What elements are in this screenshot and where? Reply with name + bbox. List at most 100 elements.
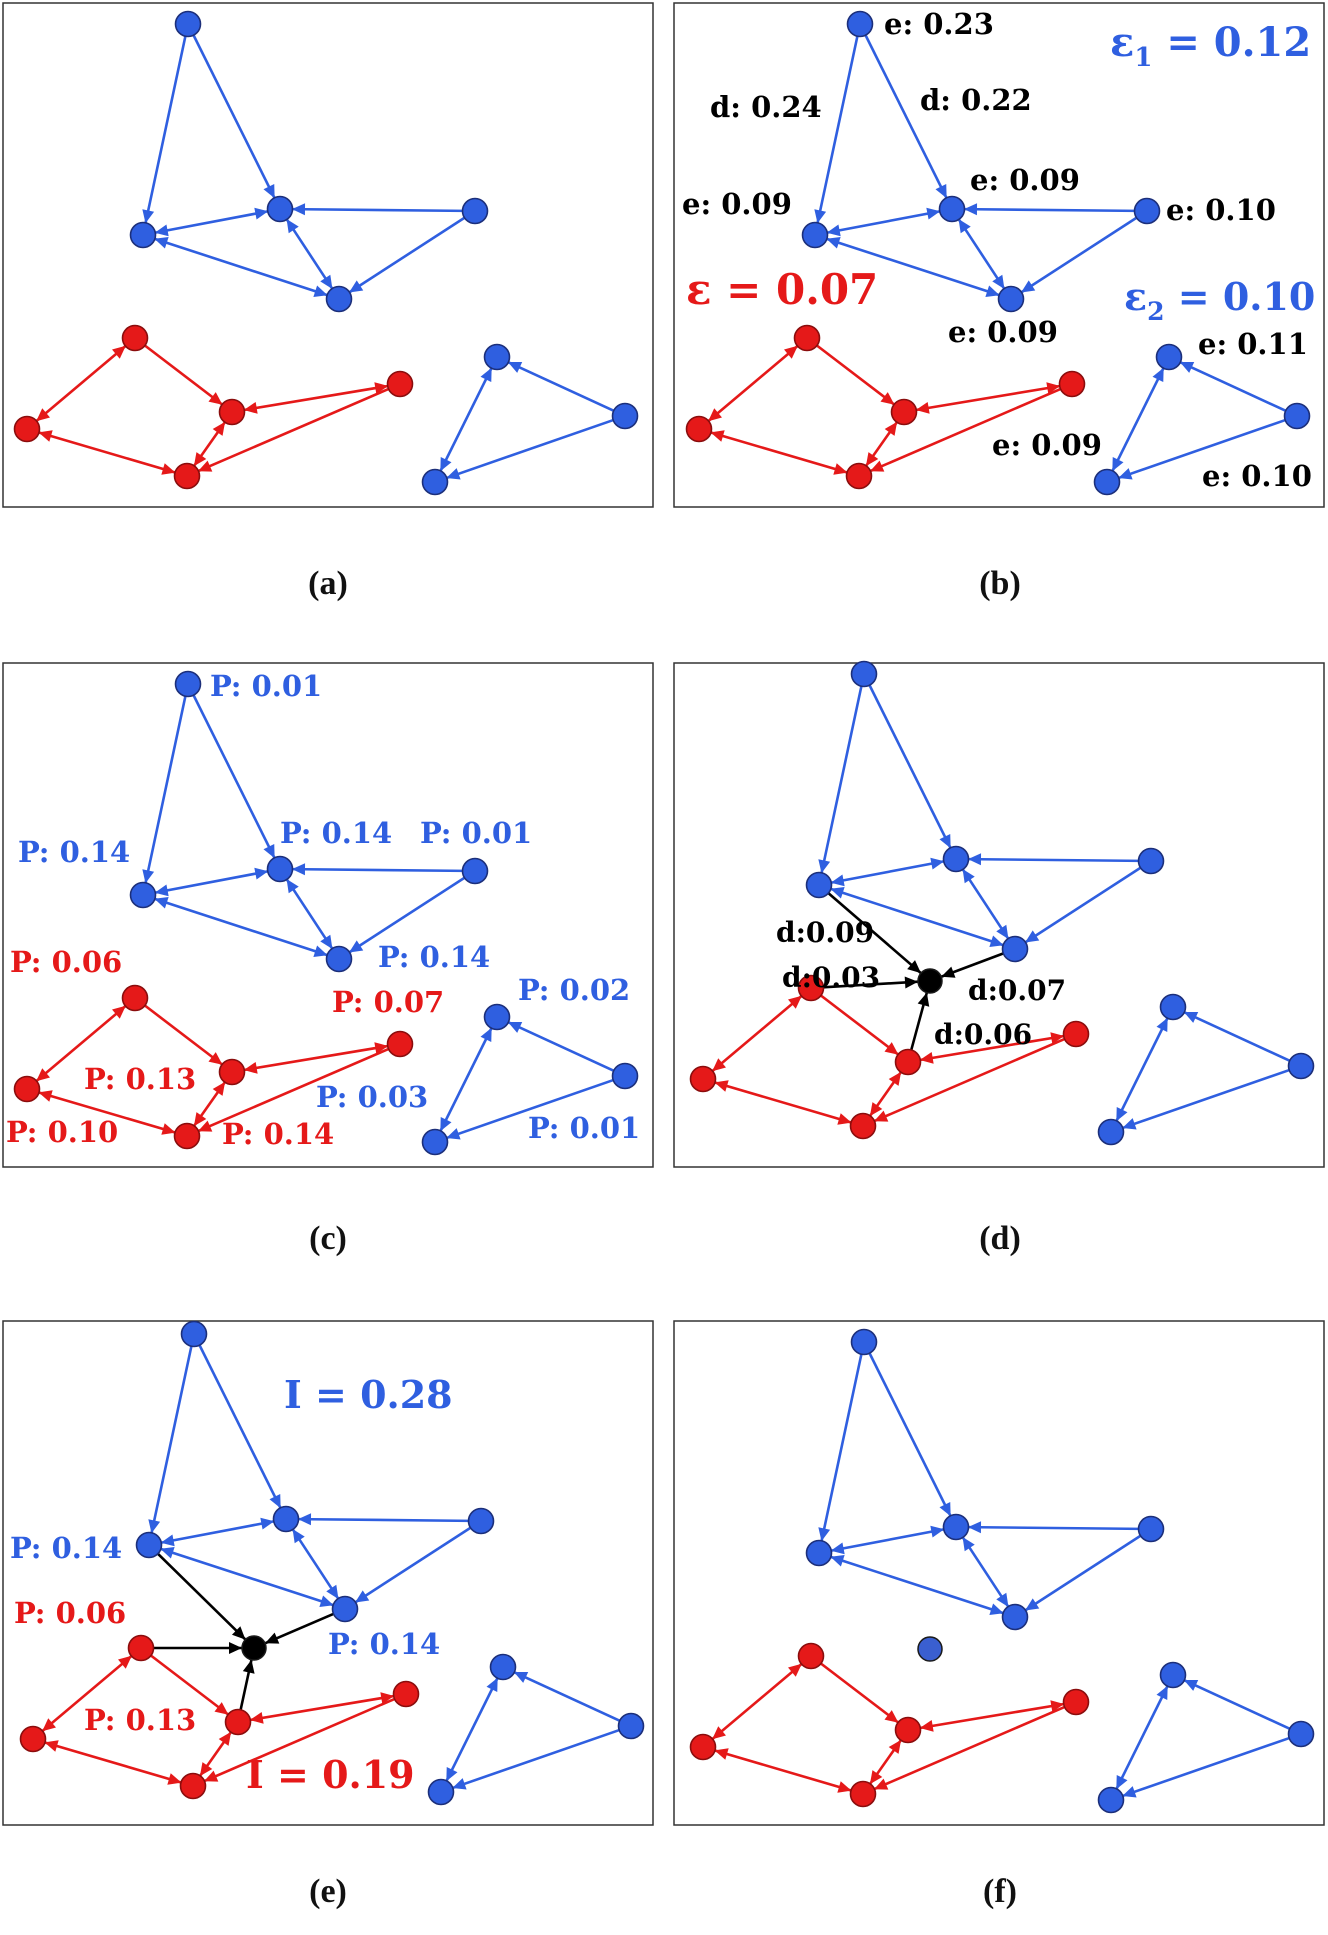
- graph: [13, 10, 639, 496]
- edge: [243, 384, 389, 412]
- arrowhead: [962, 869, 975, 884]
- edge: [868, 684, 952, 849]
- graph-panel-d: d:0.09 d:0.03 d:0.07 d:0.06: [673, 660, 1325, 1168]
- edge: [957, 218, 1006, 290]
- panel-frame: [673, 2, 1325, 508]
- node-r2: [13, 415, 41, 443]
- arrowhead: [1183, 1012, 1199, 1023]
- edge: [961, 1536, 1010, 1608]
- edge: [1117, 418, 1287, 480]
- arrowhead: [374, 382, 389, 395]
- merged-node: [917, 968, 943, 994]
- arrowhead: [830, 1555, 845, 1567]
- panel-d: d:0.09 d:0.03 d:0.07 d:0.06: [672, 660, 1328, 1180]
- arrowhead: [904, 976, 919, 989]
- arrowhead: [712, 1726, 726, 1740]
- arrowhead: [1025, 930, 1040, 943]
- panel-c: P: 0.01 P: 0.14 P: 0.14 P: 0.01 P: 0.14 …: [0, 660, 656, 1180]
- arrowhead: [814, 209, 827, 224]
- arrowhead: [874, 1110, 889, 1122]
- arrowhead: [818, 859, 831, 874]
- node-b4: [467, 1507, 495, 1535]
- arrowhead: [710, 430, 725, 442]
- arrowhead: [118, 1655, 132, 1669]
- edge: [864, 34, 948, 199]
- arrowhead: [243, 1061, 258, 1074]
- edge: [143, 344, 224, 406]
- node-r1: [127, 1634, 155, 1662]
- edge: [35, 1004, 127, 1083]
- graph-panel-b: e: 0.23 d: 0.24 d: 0.22 e: 0.09 e: 0.09 …: [673, 2, 1325, 508]
- node-r2: [13, 1075, 41, 1103]
- arrowhead: [313, 945, 328, 957]
- label-p: P: 0.01: [210, 669, 322, 703]
- node-s1: [489, 1653, 517, 1681]
- node-r4: [1058, 370, 1086, 398]
- arrowhead: [830, 874, 845, 887]
- node-r2: [689, 1733, 717, 1761]
- edge: [149, 1654, 230, 1716]
- arrowhead: [1116, 1774, 1128, 1790]
- edge: [348, 216, 466, 294]
- edge: [445, 1078, 615, 1140]
- edge: [445, 1677, 499, 1782]
- node-s3: [421, 468, 449, 496]
- arrowhead: [985, 285, 1000, 297]
- arrowhead: [1021, 280, 1036, 293]
- node-s3: [1097, 1786, 1125, 1814]
- arrowhead: [486, 1677, 498, 1693]
- node-r2: [685, 415, 713, 443]
- arrowhead: [869, 1102, 883, 1117]
- arrowhead: [1025, 1598, 1040, 1611]
- arrowhead: [199, 1762, 213, 1777]
- label-p: P: 0.14: [222, 1117, 334, 1151]
- arrowhead: [784, 345, 798, 359]
- arrowhead: [926, 207, 941, 220]
- node-r4: [386, 370, 414, 398]
- arrowhead: [313, 285, 328, 297]
- arrowhead: [208, 1052, 223, 1065]
- panel-a: [0, 0, 656, 520]
- arrowhead: [112, 345, 126, 359]
- arrowhead: [320, 274, 333, 289]
- edge: [830, 1527, 945, 1553]
- arrowhead: [297, 1513, 312, 1526]
- arrowhead: [269, 1493, 281, 1509]
- arrowhead: [939, 833, 951, 849]
- edge: [815, 344, 896, 406]
- arrowhead: [833, 463, 848, 475]
- node-b5: [325, 945, 353, 973]
- label-p: P: 0.06: [14, 1596, 126, 1630]
- edge: [707, 344, 799, 423]
- arrowhead: [826, 224, 841, 237]
- edge: [711, 1662, 803, 1741]
- arrowhead: [161, 1123, 176, 1135]
- graph: [19, 1320, 645, 1806]
- epsilon-red-label: ε = 0.07: [686, 265, 878, 314]
- label-p: P: 0.14: [280, 816, 392, 850]
- label-e-center: e: 0.09: [970, 163, 1080, 197]
- node-b1: [846, 10, 874, 38]
- edge: [150, 1345, 193, 1534]
- arrowhead: [446, 468, 461, 480]
- arrowhead: [1152, 367, 1164, 383]
- edge: [513, 1670, 621, 1723]
- arrowhead: [935, 183, 947, 199]
- arrowhead: [907, 960, 921, 974]
- arrowhead: [349, 940, 364, 953]
- node-b3: [942, 845, 970, 873]
- edge: [826, 237, 1000, 297]
- node-s1: [483, 1003, 511, 1031]
- edge: [154, 237, 328, 297]
- edge: [1183, 1678, 1291, 1731]
- edge: [354, 1526, 472, 1604]
- arrowhead: [1050, 1032, 1065, 1045]
- arrowhead: [148, 1519, 161, 1534]
- panel-frame: [2, 662, 654, 1168]
- graph-panel-c: P: 0.01 P: 0.14 P: 0.14 P: 0.01 P: 0.14 …: [2, 662, 654, 1168]
- node-b4: [1137, 847, 1165, 875]
- edge: [38, 431, 176, 474]
- edge: [35, 344, 127, 423]
- edge: [1024, 866, 1142, 944]
- node-s1: [1155, 343, 1183, 371]
